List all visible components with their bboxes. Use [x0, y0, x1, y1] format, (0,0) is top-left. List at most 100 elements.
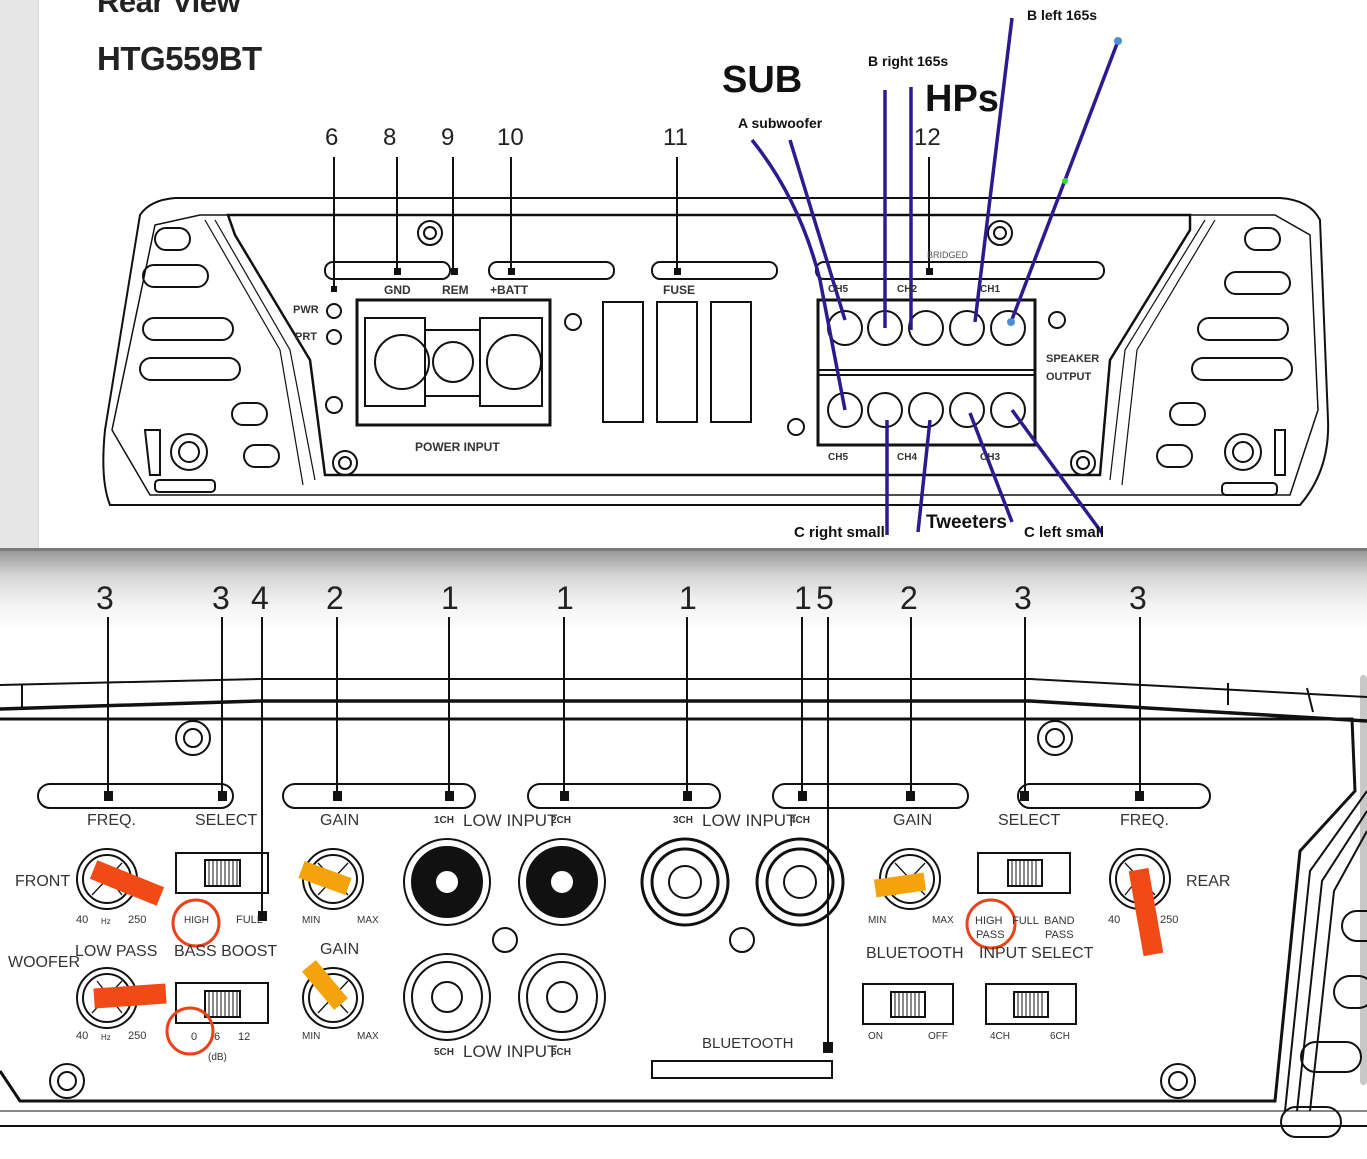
gain-right-label: GAIN	[893, 812, 933, 829]
bluetooth-on: ON	[868, 1031, 883, 1042]
bass-boost-0: 0	[191, 1031, 198, 1043]
fuse	[710, 301, 752, 423]
rca-3ch	[640, 837, 730, 927]
vent	[1224, 271, 1291, 295]
vent	[1169, 402, 1206, 426]
bridged-label: BRIDGED	[927, 250, 969, 260]
ch5-top-label: CH5	[828, 284, 849, 295]
ch5-bottom-label: CH5	[828, 452, 849, 463]
high-pass-circle	[965, 898, 1017, 950]
vent	[154, 227, 191, 251]
page-gutter	[0, 0, 39, 548]
callout-1: 1	[794, 580, 812, 616]
annotation-b-left: B left 165s	[1027, 7, 1098, 23]
callout-6: 6	[325, 124, 339, 151]
woofer-freq-hz: Hz	[101, 1033, 111, 1042]
speaker-output-block	[816, 298, 1037, 447]
select-right-label: SELECT	[998, 812, 1061, 829]
woofer-gain-max: MAX	[357, 1031, 379, 1042]
rca-4ch	[755, 837, 845, 927]
vent	[154, 479, 216, 493]
ch2-label: 2CH	[551, 815, 572, 826]
vent	[142, 264, 209, 288]
front-gain-marker	[298, 860, 352, 896]
vent	[139, 357, 241, 381]
annotation-hps: HPs	[925, 78, 999, 120]
power-input-label: POWER INPUT	[415, 440, 500, 454]
callout-3: 3	[96, 580, 114, 616]
bass-boost-12: 12	[238, 1031, 251, 1043]
scrollbar[interactable]	[1360, 675, 1367, 1085]
rear-freq-40: 40	[1108, 914, 1121, 926]
vent	[231, 402, 268, 426]
ch1-label: 1CH	[434, 815, 455, 826]
front-freq-marker	[89, 860, 165, 906]
bass-boost-6: 6	[214, 1031, 221, 1043]
rear-freq-marker	[1128, 867, 1164, 957]
annotation-b-right: B right 165s	[868, 53, 949, 69]
ch3-label: CH3	[980, 452, 1001, 463]
callout-10: 10	[497, 124, 524, 151]
bass-boost-switch	[175, 982, 269, 1024]
bluetooth-port	[651, 1060, 833, 1079]
annotation-endpoint	[1007, 318, 1015, 326]
bass-boost-0-circle	[165, 1006, 215, 1056]
callout-8: 8	[383, 124, 397, 151]
bass-boost-unit: (dB)	[208, 1052, 227, 1063]
rem-label: REM	[442, 283, 469, 297]
vent	[1221, 482, 1278, 496]
vent	[1244, 227, 1281, 251]
gnd-label: GND	[384, 283, 411, 297]
top-document-page	[39, 0, 1367, 548]
housing-outline	[102, 197, 1330, 506]
callout-1: 1	[441, 580, 459, 616]
model-name: HTG559BT	[97, 40, 262, 77]
top-amp-diagram	[102, 17, 1330, 535]
ch4-label: CH4	[897, 452, 918, 463]
annotation-sub: SUB	[722, 59, 803, 101]
fuse	[656, 301, 698, 423]
woofer-freq-40: 40	[76, 1030, 89, 1042]
rca-1ch	[403, 838, 491, 926]
woofer-label: WOOFER	[8, 954, 80, 971]
ch2-label: CH2	[897, 284, 918, 295]
control-plate	[0, 717, 1357, 1103]
bluetooth-label: BLUETOOTH	[866, 945, 964, 962]
callout-9: 9	[441, 124, 455, 151]
batt-label: +BATT	[490, 283, 529, 297]
vent	[1156, 444, 1193, 468]
callout-3: 3	[1014, 580, 1032, 616]
low-input-56-label: LOW INPUT	[463, 1042, 558, 1061]
callout-5: 5	[816, 580, 834, 616]
fuse-label: FUSE	[663, 283, 696, 297]
page-divider	[0, 548, 1367, 551]
high-pass-label-1: HIGH	[975, 915, 1003, 927]
front-freq-hz: Hz	[101, 917, 111, 926]
full-right-label: FULL	[1012, 915, 1039, 927]
prt-label: PRT	[295, 331, 317, 343]
woofer-gain-min: MIN	[302, 1031, 321, 1042]
rca-6ch	[518, 953, 606, 1041]
front-gain-min: MIN	[302, 915, 321, 926]
low-pass-label: LOW PASS	[75, 943, 158, 960]
ch4-label: 4CH	[790, 815, 811, 826]
front-label: FRONT	[15, 873, 71, 890]
annotation-c-right: C right small	[794, 524, 885, 541]
callout-3: 3	[1129, 580, 1147, 616]
front-select-switch	[175, 852, 269, 894]
bluetooth-port-label: BLUETOOTH	[702, 1035, 794, 1052]
power-input-block	[355, 298, 552, 427]
front-freq-250: 250	[128, 914, 147, 926]
low-input-34-label: LOW INPUT	[702, 811, 797, 830]
speaker-terminals-bottom	[827, 392, 1026, 428]
freq-left-label: FREQ.	[87, 812, 136, 829]
vent	[1197, 317, 1289, 341]
annotation-tweeters: Tweeters	[926, 512, 1007, 533]
callout-11: 11	[663, 124, 688, 151]
rear-label: REAR	[1186, 873, 1231, 890]
center-plate	[226, 213, 1192, 477]
vent	[1191, 357, 1293, 381]
low-input-12-label: LOW INPUT	[463, 811, 558, 830]
prt-led	[326, 329, 342, 345]
bluetooth-switch	[862, 983, 954, 1025]
